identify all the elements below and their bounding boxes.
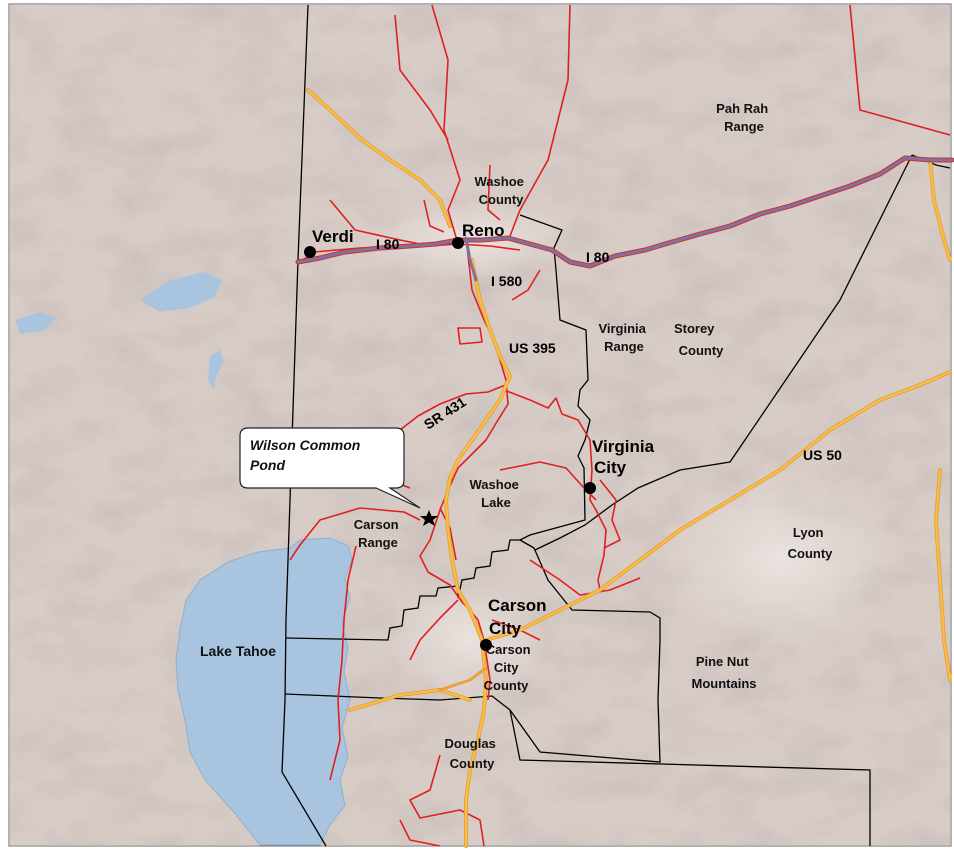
callout-wilson-common-pond: Wilson Common Pond	[239, 427, 438, 526]
region-douglas-county: Douglas County	[445, 736, 500, 771]
interstate-i80	[295, 155, 954, 282]
city-label-virginia: Virginia	[592, 437, 655, 456]
road-label-i80-west: I 80	[376, 236, 400, 252]
map-frame	[8, 3, 952, 847]
region-pine-nut-mountains: Pine Nut Mountains	[692, 654, 757, 691]
callout-box	[239, 427, 421, 509]
region-washoe-county: Washoe County	[475, 174, 528, 207]
city-markers: Verdi Reno Virginia City Carson City	[304, 221, 655, 651]
lake-tahoe-label: Lake Tahoe	[200, 643, 276, 659]
region-virginia-range: Virginia Range	[598, 321, 649, 354]
lake-west-2	[15, 312, 56, 334]
city-dot-verdi	[304, 246, 316, 258]
city-dot-virginia-city	[584, 482, 596, 494]
region-washoe-lake: Washoe Lake	[470, 477, 523, 510]
region-lyon-county: Lyon County	[788, 525, 834, 561]
lake-west-1	[140, 272, 222, 312]
city-dot-carson-city	[480, 639, 492, 651]
road-label-us50: US 50	[803, 447, 842, 463]
city-label-virginia-city: City	[594, 458, 627, 477]
city-label-carson-city: City	[489, 619, 522, 638]
city-label-verdi: Verdi	[312, 227, 354, 246]
lyon-valley	[660, 470, 900, 650]
pond-star-icon	[420, 510, 438, 526]
region-storey-county: Storey County	[674, 321, 724, 358]
road-label-i80-east: I 80	[586, 249, 610, 265]
road-label-us395: US 395	[509, 340, 556, 356]
city-label-carson: Carson	[488, 596, 547, 615]
road-label-i580: I 580	[491, 273, 522, 289]
region-pah-rah-range: Pah Rah Range	[716, 101, 772, 134]
region-carson-city-county: Carson City County	[484, 642, 535, 693]
carson-valley	[390, 580, 550, 700]
city-dot-reno	[452, 237, 464, 249]
callout-text: Wilson Common Pond	[250, 437, 364, 473]
lake-tahoe	[175, 537, 353, 846]
highways	[306, 88, 952, 848]
lake-west-3	[208, 350, 224, 390]
region-labels: Pah Rah Range Washoe County Virginia Ran…	[354, 101, 833, 771]
terrain-base	[10, 5, 950, 845]
city-label-reno: Reno	[462, 221, 505, 240]
region-carson-range: Carson Range	[354, 517, 402, 550]
